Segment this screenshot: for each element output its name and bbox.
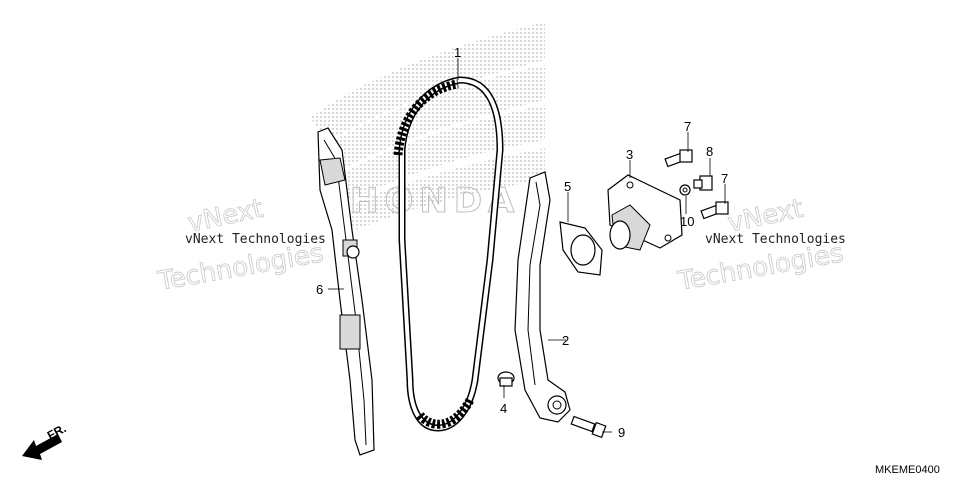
watermark-left: vNext Technologies vNext Technologies bbox=[155, 193, 326, 297]
callout-5[interactable]: 5 bbox=[564, 179, 571, 194]
brand-background-text: HONDA bbox=[350, 181, 520, 221]
part-2-tensioner-arm bbox=[514, 171, 571, 423]
callout-9[interactable]: 9 bbox=[618, 425, 625, 440]
diagram-code: MKEME0400 bbox=[875, 464, 940, 476]
part-1-cam-chain bbox=[393, 76, 504, 432]
part-3-tensioner-lifter bbox=[607, 174, 683, 251]
callout-10[interactable]: 10 bbox=[680, 214, 694, 229]
part-8-bolt bbox=[693, 175, 713, 191]
part-5-gasket bbox=[559, 221, 603, 276]
part-7-bolt-upper bbox=[664, 149, 693, 168]
part-10-washer bbox=[679, 184, 691, 196]
callout-2[interactable]: 2 bbox=[562, 333, 569, 348]
watermark-big-technologies-right: Technologies bbox=[675, 238, 846, 297]
callout-8[interactable]: 8 bbox=[706, 144, 713, 159]
callout-7-lower[interactable]: 7 bbox=[721, 171, 728, 186]
leader-lines bbox=[328, 58, 726, 433]
front-direction-indicator: FR. bbox=[22, 421, 68, 460]
watermark-right: vNext Technologies vNext Technologies bbox=[675, 193, 846, 297]
front-arrow-icon bbox=[22, 434, 62, 460]
part-9-bolt bbox=[570, 415, 607, 439]
part-7-bolt-lower bbox=[700, 201, 729, 220]
callout-1[interactable]: 1 bbox=[454, 45, 461, 60]
watermark-big-technologies: Technologies bbox=[155, 238, 326, 297]
callout-6[interactable]: 6 bbox=[316, 282, 323, 297]
honda-wing-logo: HONDA bbox=[310, 22, 545, 230]
watermark-small-text-right: vNext Technologies bbox=[705, 232, 846, 247]
callout-7-upper[interactable]: 7 bbox=[684, 119, 691, 134]
part-4-pivot-bolt bbox=[497, 371, 515, 387]
watermark-small-text: vNext Technologies bbox=[185, 232, 326, 247]
part-6-cam-chain-guide bbox=[317, 127, 375, 456]
callout-4[interactable]: 4 bbox=[500, 401, 507, 416]
callout-3[interactable]: 3 bbox=[626, 147, 633, 162]
